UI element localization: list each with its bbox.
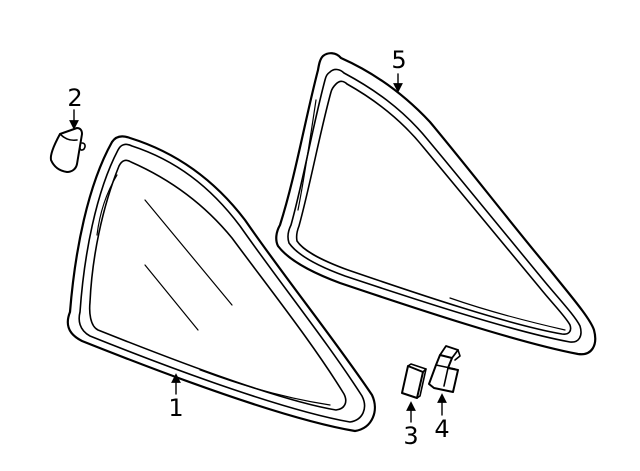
callout-label-2: 2 [67, 84, 82, 112]
part-3-retainer [401, 363, 427, 399]
part-1-quarter-glass [66, 135, 376, 433]
callout-label-5: 5 [391, 46, 406, 74]
callout-5: 5 [391, 46, 407, 93]
callout-2: 2 [67, 84, 83, 130]
part-4-clip [428, 345, 461, 393]
callout-3: 3 [403, 401, 419, 450]
callout-label-4: 4 [434, 415, 449, 443]
callout-label-3: 3 [403, 422, 418, 450]
part-2-clip [49, 127, 86, 173]
callout-1: 1 [168, 373, 184, 422]
callout-label-1: 1 [168, 394, 183, 422]
callout-4: 4 [434, 393, 450, 443]
part-5-quarter-glass [275, 52, 597, 356]
